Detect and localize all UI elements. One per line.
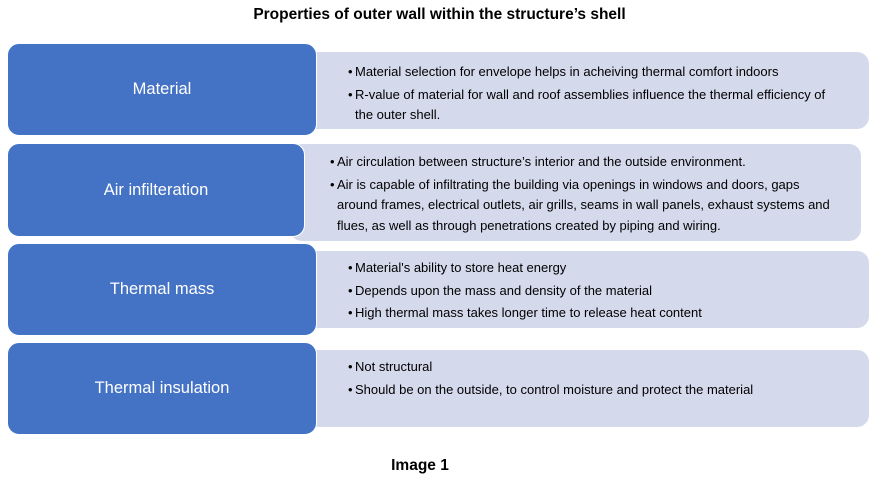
bullet-item: High thermal mass takes longer time to r… (348, 303, 843, 324)
label-text: Thermal mass (109, 280, 215, 298)
label-text: Thermal insulation (94, 379, 230, 397)
label-text: Material (132, 80, 192, 98)
bullet-item: R-value of material for wall and roof as… (348, 85, 843, 126)
bullet-list: Material's ability to store heat energy … (348, 258, 843, 324)
label-box-thermal-mass: Thermal mass (7, 243, 317, 336)
bullet-list: Air circulation between structure’s inte… (330, 152, 835, 236)
figure-caption: Image 1 (391, 457, 449, 474)
detail-box-thermal-insulation: Not structural Should be on the outside,… (300, 350, 869, 427)
detail-box-material: Material selection for envelope helps in… (300, 52, 869, 129)
label-box-air-infilteration: Air infilteration (7, 143, 305, 237)
label-text: Air infilteration (103, 180, 209, 199)
label-box-material: Material (7, 43, 317, 136)
detail-box-thermal-mass: Material's ability to store heat energy … (300, 251, 869, 328)
bullet-list: Not structural Should be on the outside,… (348, 357, 843, 400)
bullet-item: Material's ability to store heat energy (348, 258, 843, 279)
bullet-item: Not structural (348, 357, 843, 378)
bullet-list: Material selection for envelope helps in… (348, 62, 843, 126)
label-box-thermal-insulation: Thermal insulation (7, 342, 317, 435)
diagram-title: Properties of outer wall within the stru… (253, 6, 626, 23)
bullet-item: Air is capable of infiltrating the build… (330, 175, 835, 237)
detail-box-air-infilteration: Air circulation between structure’s inte… (290, 144, 861, 241)
bullet-item: Depends upon the mass and density of the… (348, 281, 843, 302)
bullet-item: Material selection for envelope helps in… (348, 62, 843, 83)
bullet-item: Should be on the outside, to control moi… (348, 380, 843, 401)
bullet-item: Air circulation between structure’s inte… (330, 152, 835, 173)
